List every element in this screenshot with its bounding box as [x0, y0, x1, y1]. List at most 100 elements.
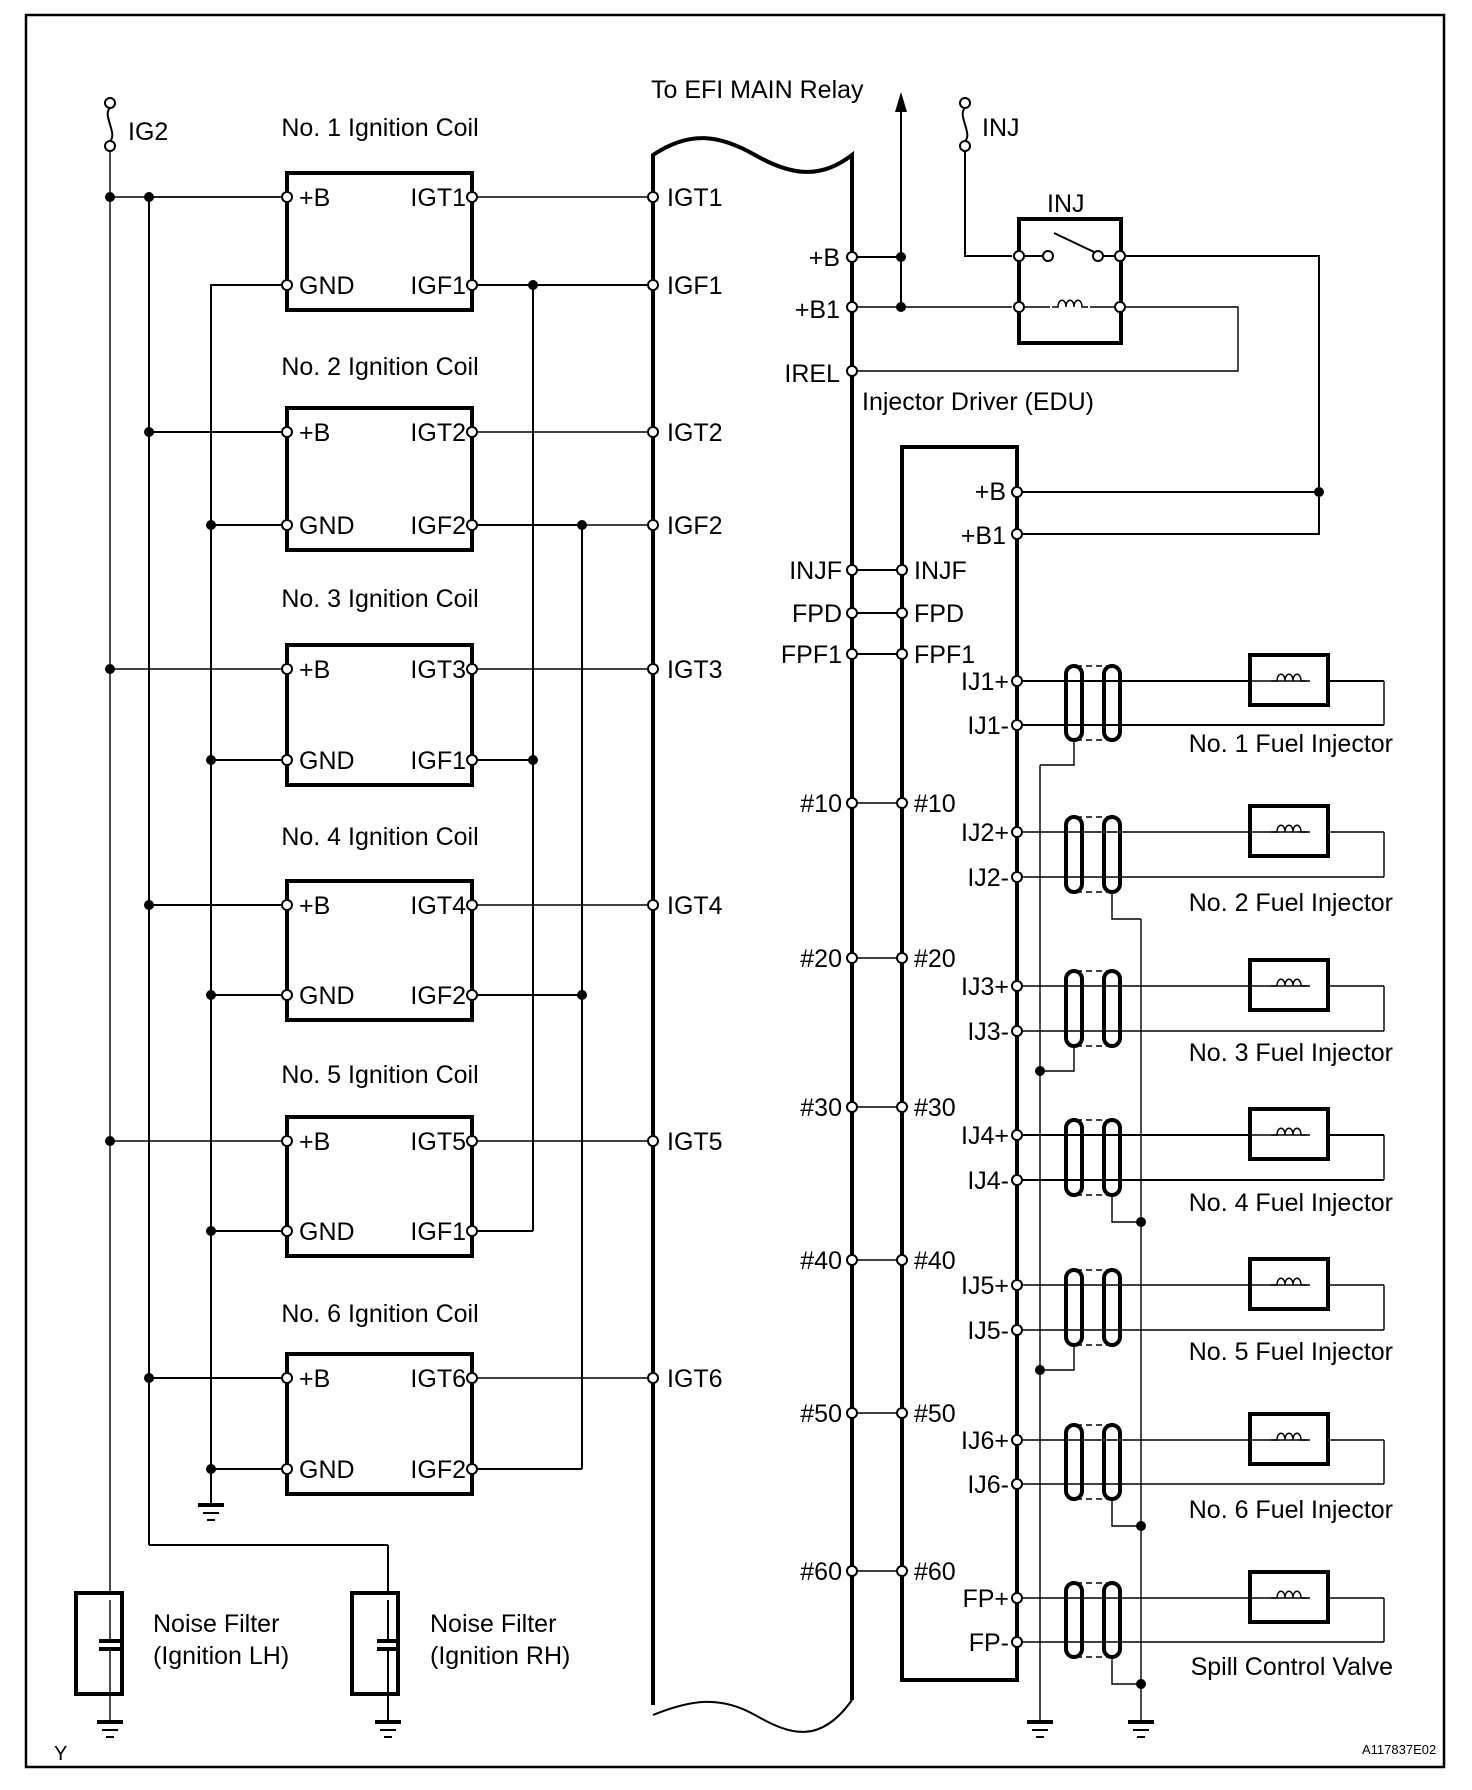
relay-switch-icon [1053, 232, 1095, 253]
injector-1-box [1248, 653, 1330, 707]
injector-4-box [1248, 1107, 1330, 1161]
ecm-pin-label-igf1: IGF1 [667, 272, 723, 300]
ecm-pin-label-igt5: IGT5 [667, 1128, 723, 1156]
injector-7-coil-icon [1271, 1590, 1307, 1599]
shield-drain [1111, 1657, 1141, 1685]
junction-dot [206, 520, 216, 530]
ecm-torn-edge [652, 1699, 853, 1733]
ignition-coil-3-pin-gnd [281, 754, 293, 766]
ignition-coil-6-pin-gnd-label: GND [299, 1456, 355, 1484]
ignition-coil-3-pin-gnd-label: GND [299, 747, 355, 775]
ignition-coil-5-pin-gnd [281, 1225, 293, 1237]
ecm-pin-#40 [846, 1254, 858, 1266]
edu-pin-label: #50 [914, 1400, 956, 1428]
arrow-up-icon [895, 92, 907, 112]
inj-relay-label: INJ [1047, 190, 1085, 218]
injector-6-neg-terminal [1011, 1478, 1023, 1490]
edu-pin-#60 [896, 1565, 908, 1577]
injector-3-coil-icon [1271, 978, 1307, 987]
ecm-pin-igt1 [647, 191, 659, 203]
edu-pin-label: #60 [914, 1558, 956, 1586]
injector-7-neg-terminal [1011, 1636, 1023, 1648]
injector-3-pos-terminal [1011, 980, 1023, 992]
ecm-pin-label: FPD [792, 600, 842, 628]
edu-pin-fpd [896, 607, 908, 619]
ignition-coil-5-pin-igf-label: IGF1 [410, 1218, 466, 1246]
ecm-pin-igt3 [647, 663, 659, 675]
injector-1-pos-terminal [1011, 675, 1023, 687]
injector-6-name: No. 6 Fuel Injector [1189, 1496, 1393, 1524]
ignition-coil-2-pin-gnd [281, 519, 293, 531]
junction-dot [206, 990, 216, 1000]
shield-icon [1102, 815, 1122, 894]
noise-filter-rh-line2: (Ignition RH) [430, 1642, 570, 1670]
ecm-pin-b1 [846, 301, 858, 313]
shield-icon [1064, 815, 1084, 894]
relay-contact [1042, 250, 1054, 262]
injector-2-neg-terminal [1011, 871, 1023, 883]
ecm-pin-igt6 [647, 1372, 659, 1384]
shield-icon [1102, 1118, 1122, 1197]
junction-dot [105, 1136, 115, 1146]
ignition-coil-2-pin-igt-label: IGT2 [410, 419, 466, 447]
ignition-coil-4-pin-igt-label: IGT4 [410, 892, 466, 920]
ecm-pin-label-b1: +B1 [795, 296, 840, 324]
injector-4-neg-label: IJ4- [967, 1167, 1009, 1195]
ignition-coil-4-pin-gnd [281, 989, 293, 1001]
injector-4-neg-terminal [1011, 1174, 1023, 1186]
ecm-pin-igf2 [647, 519, 659, 531]
junction-dot [1314, 487, 1324, 497]
ecm-pin-label: INJF [789, 557, 842, 585]
junction-dot [144, 427, 154, 437]
injector-3-pos-label: IJ3+ [961, 973, 1009, 1001]
noise-filter-rh [350, 1591, 400, 1696]
ignition-coil-1-pin-b-label: +B [299, 184, 330, 212]
shield-drain [1040, 740, 1075, 766]
ignition-coil-1-pin-gnd-label: GND [299, 272, 355, 300]
ignition-coil-1-pin-igf-label: IGF1 [410, 272, 466, 300]
injector-4-pos-label: IJ4+ [961, 1122, 1009, 1150]
inj-fuse-icon [961, 107, 969, 142]
ignition-coil-1-pin-igf [466, 279, 478, 291]
junction-dot [577, 990, 587, 1000]
junction-dot [206, 755, 216, 765]
edu-pin-injf [896, 564, 908, 576]
injector-4-pos-terminal [1011, 1129, 1023, 1141]
inj-relay-terminal [1114, 250, 1126, 262]
shield-drain [1111, 892, 1141, 920]
ecm-pin-label: #20 [800, 945, 842, 973]
ecm-pin-label: #60 [800, 1558, 842, 1586]
ignition-coil-3-pin-b [281, 663, 293, 675]
junction-dot [206, 1464, 216, 1474]
ecm-pin-label-igt3: IGT3 [667, 656, 723, 684]
ig2-fuse-icon [106, 107, 114, 142]
ignition-coil-4-pin-igf [466, 989, 478, 1001]
ecm-pin-fpd [846, 607, 858, 619]
ignition-coil-3-box [285, 643, 474, 787]
injector-4-coil-icon [1271, 1127, 1307, 1136]
edu-pin-fpf1 [896, 648, 908, 660]
inj-fuse-terminal [959, 140, 971, 152]
shield-drain [1040, 1046, 1075, 1072]
ecm-pin-igt2 [647, 426, 659, 438]
junction-dot [144, 900, 154, 910]
to-efi-main-relay-label: To EFI MAIN Relay [651, 76, 864, 104]
injector-5-neg-terminal [1011, 1324, 1023, 1336]
edu-pin-label: #20 [914, 945, 956, 973]
edu-pin-label: #40 [914, 1247, 956, 1275]
injector-5-name: No. 5 Fuel Injector [1189, 1338, 1393, 1366]
injector-5-pos-terminal [1011, 1279, 1023, 1291]
shield-drain [1040, 1345, 1075, 1371]
ecm-pin-label-igt2: IGT2 [667, 419, 723, 447]
ignition-coil-5-pin-b-label: +B [299, 1128, 330, 1156]
ignition-coil-4-pin-b-label: +B [299, 892, 330, 920]
ignition-coil-6-pin-igt [466, 1372, 478, 1384]
edu-pin-#30 [896, 1101, 908, 1113]
injector-6-coil-icon [1271, 1432, 1307, 1441]
ignition-coil-5-title: No. 5 Ignition Coil [281, 1061, 478, 1089]
edu-pin-label-b: +B [975, 478, 1006, 506]
shield-icon [1064, 664, 1084, 742]
injector-4-name: No. 4 Fuel Injector [1189, 1189, 1393, 1217]
ecm-pin-igf1 [647, 279, 659, 291]
